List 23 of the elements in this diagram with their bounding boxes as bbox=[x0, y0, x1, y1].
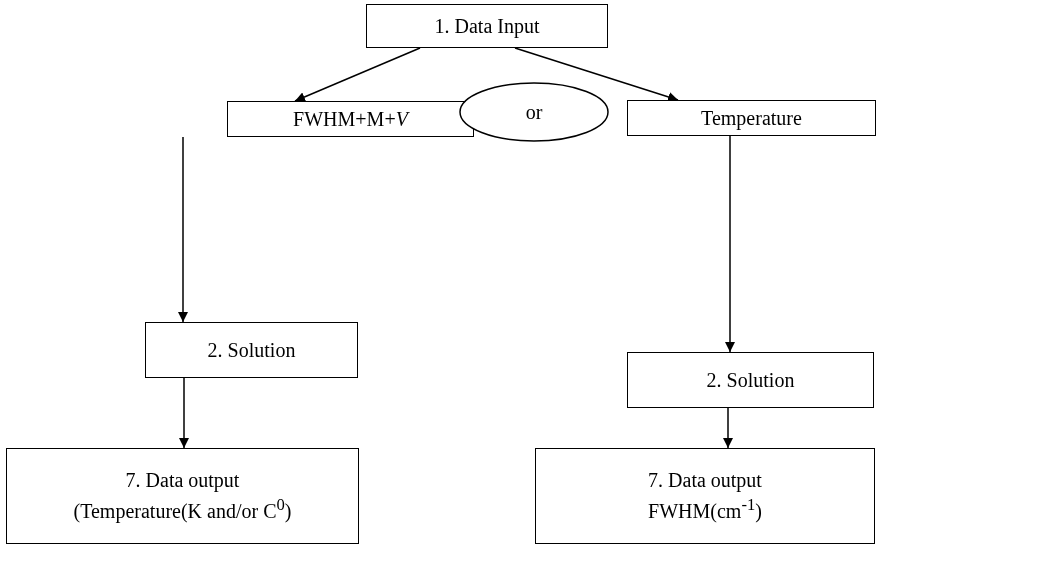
process-box bbox=[627, 100, 876, 136]
node-label: 2. Solution bbox=[706, 367, 795, 393]
process-box bbox=[627, 352, 874, 408]
node-detail: FWHM(cm$^{-1}$) bbox=[648, 494, 762, 525]
arrow bbox=[178, 136, 188, 323]
process-box bbox=[227, 101, 474, 137]
node-label: 7. Data output bbox=[648, 468, 762, 494]
node-detail: (Temperature(K and/or C$^{0}$) bbox=[73, 494, 292, 525]
node-label: FWHM+M+V bbox=[293, 106, 408, 132]
node-label: or bbox=[525, 99, 543, 125]
arrow bbox=[179, 377, 189, 449]
node-label: 1. Data Input bbox=[434, 13, 540, 40]
process-box bbox=[145, 322, 358, 378]
node-label: 7. Data output bbox=[125, 468, 240, 494]
process-box bbox=[6, 448, 359, 544]
process-box bbox=[366, 4, 608, 48]
node-label: 2. Solution bbox=[207, 337, 296, 363]
process-box bbox=[535, 448, 875, 544]
node-label: Temperature bbox=[701, 105, 802, 132]
arrow bbox=[723, 407, 733, 449]
arrow bbox=[294, 47, 421, 102]
arrow bbox=[514, 47, 679, 102]
arrow bbox=[725, 135, 735, 353]
